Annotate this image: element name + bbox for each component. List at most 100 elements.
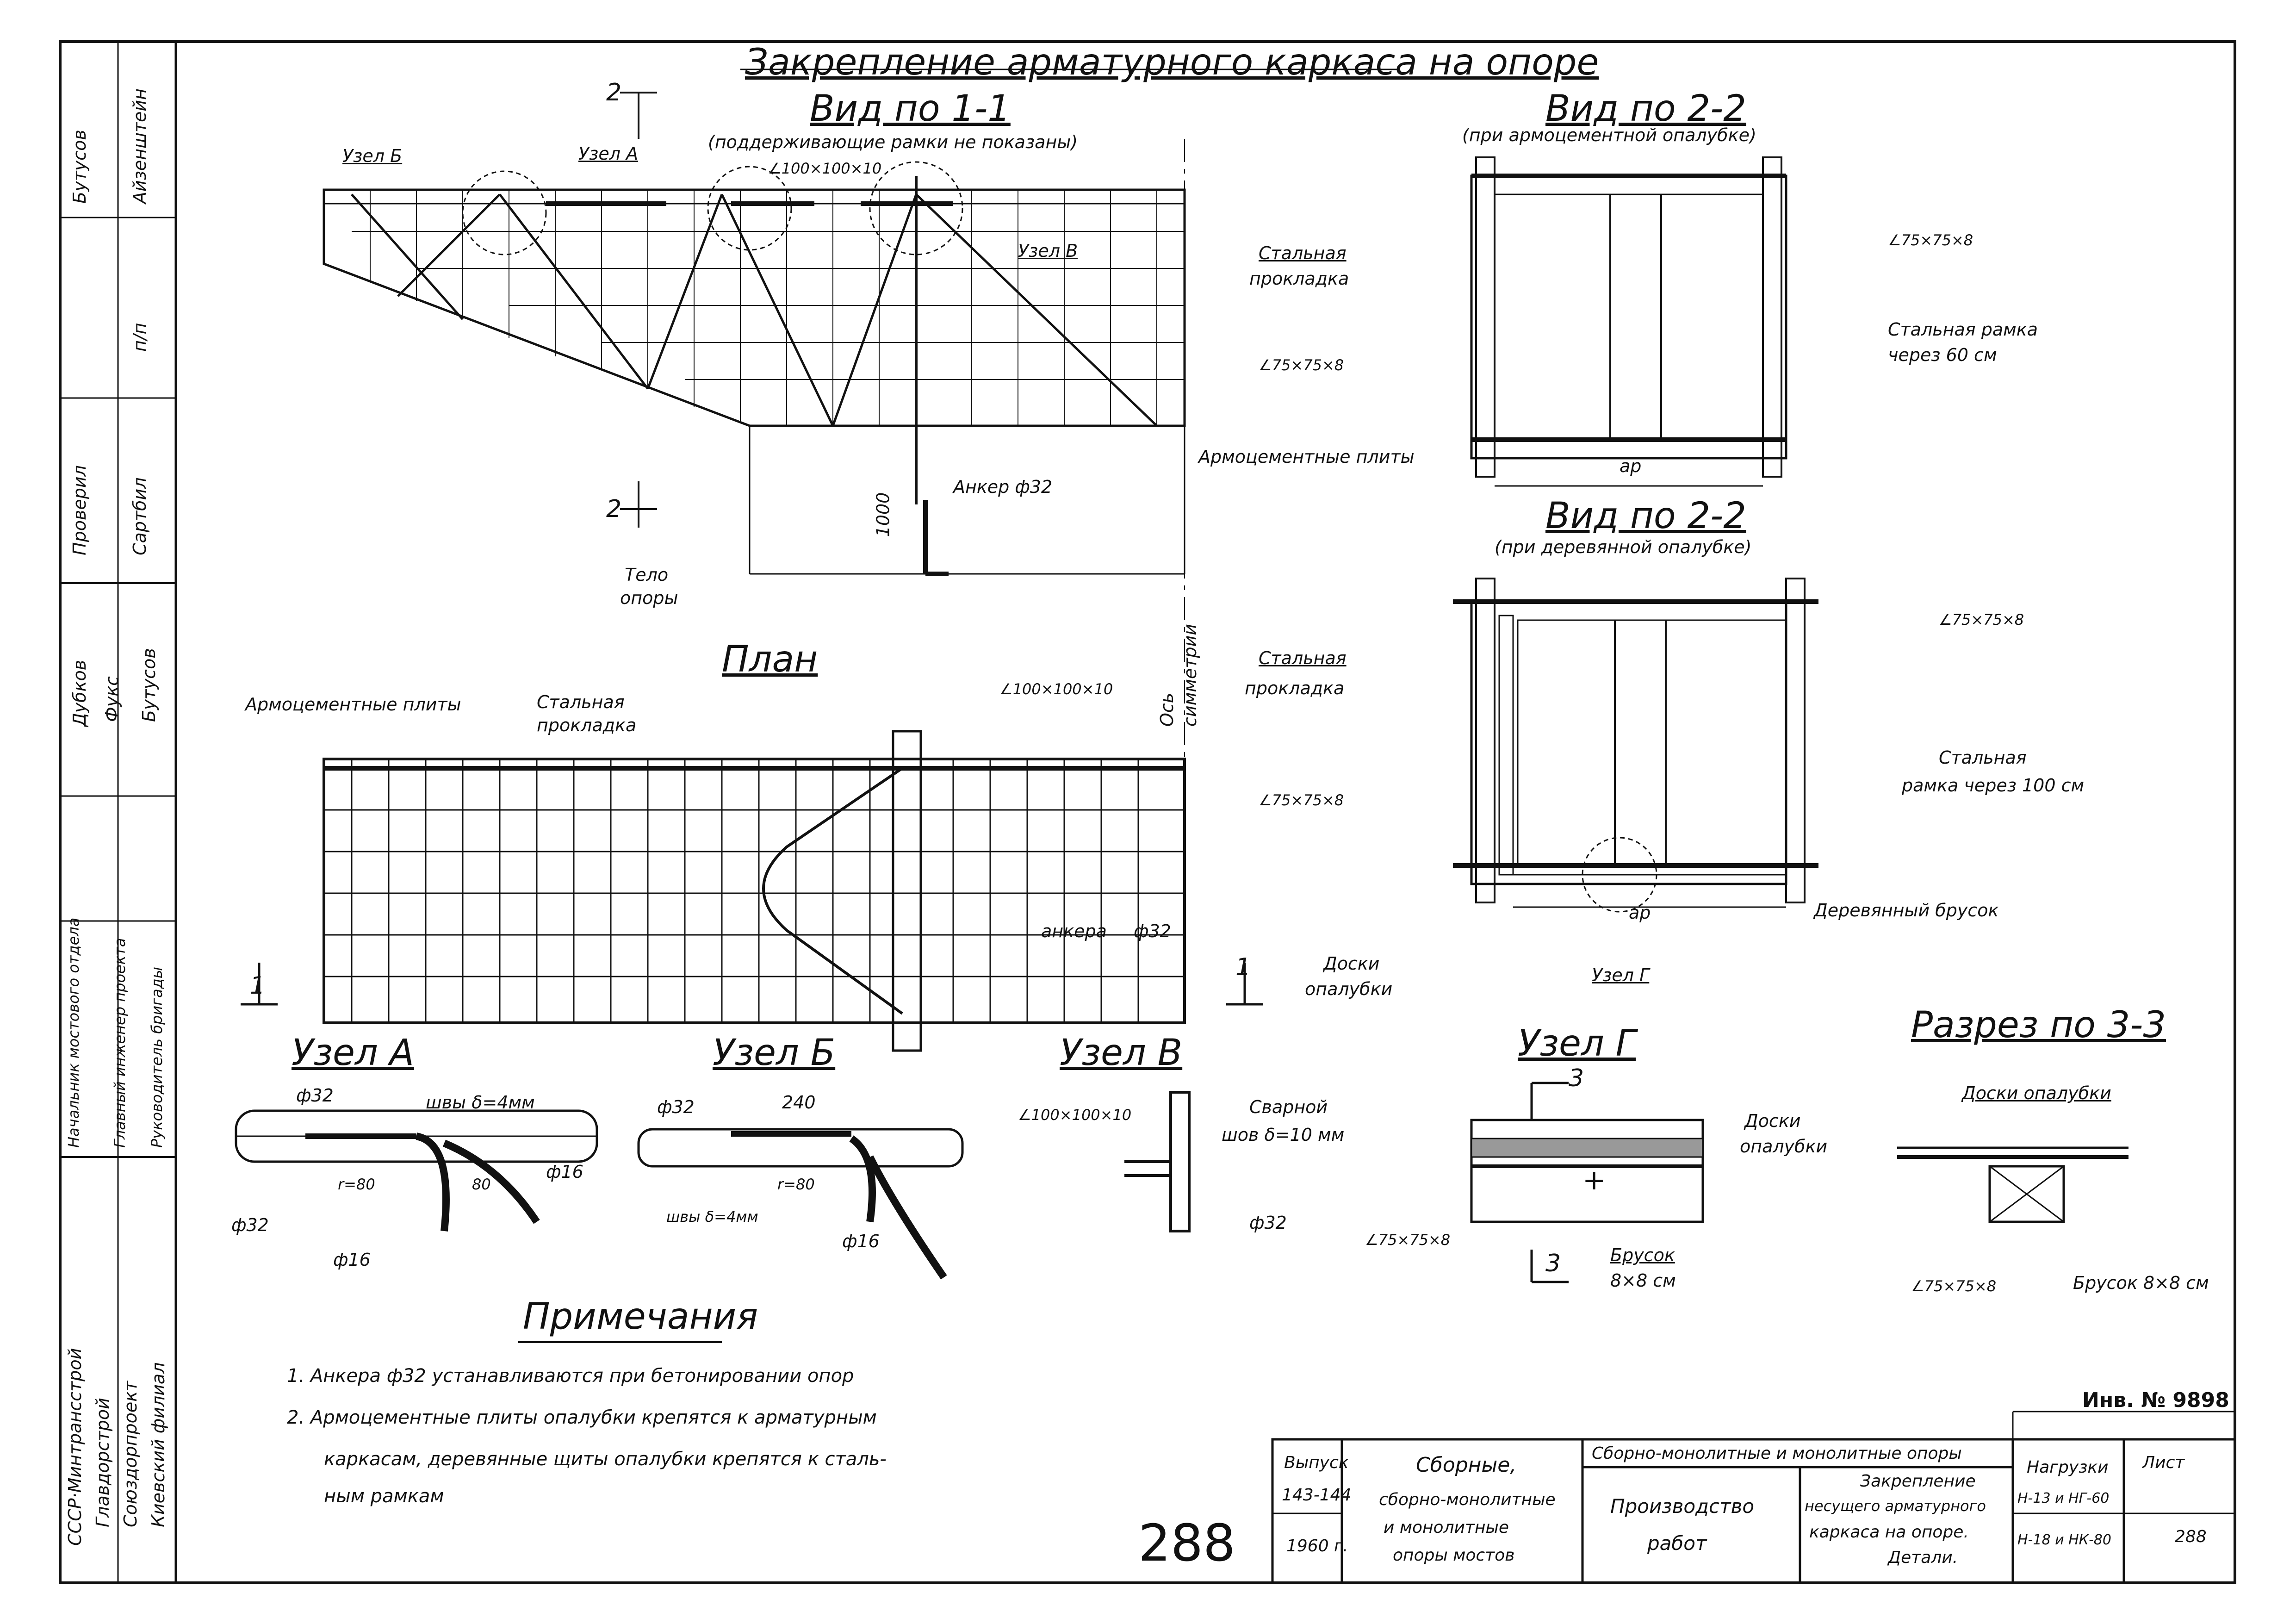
section-1-right: 1 bbox=[1235, 953, 1251, 981]
view-2-2-a-subtitle: (при армоцементной опалубке) bbox=[1462, 125, 1756, 145]
page-number: 288 bbox=[1138, 1513, 1235, 1573]
tb-doc-1: Закрепление bbox=[1860, 1472, 1976, 1491]
node-g-bar-2: 8×8 см bbox=[1610, 1270, 1676, 1291]
anchor-label: Анкер ф32 bbox=[953, 477, 1053, 497]
tb-load-label: Нагрузки bbox=[2027, 1458, 2109, 1477]
view-2-2-a-dim: ар bbox=[1620, 456, 1642, 476]
tb-series-3: и монолитные bbox=[1384, 1518, 1509, 1537]
tb-issue-label: Выпуск bbox=[1284, 1453, 1349, 1472]
node-b-drawing bbox=[637, 1128, 964, 1280]
node-a-d32-bottom: ф32 bbox=[231, 1215, 269, 1235]
node-a-title: Узел А bbox=[292, 1032, 415, 1074]
section-3-3-boards: Доски опалубки bbox=[1962, 1083, 2111, 1103]
view-2-2-b-frame-2: рамка через 100 см bbox=[1902, 775, 2085, 796]
node-v-weld-2: шов δ=10 мм bbox=[1222, 1125, 1345, 1145]
plan-title: План bbox=[722, 639, 818, 680]
stamp-name-4: Проверил bbox=[69, 465, 90, 555]
section-3-3-drawing bbox=[1897, 1146, 2128, 1223]
node-b-d16: ф16 bbox=[842, 1231, 880, 1251]
tb-header: Сборно-монолитные и монолитные опоры bbox=[1592, 1444, 1962, 1463]
node-g-drawing bbox=[1470, 1082, 1704, 1283]
view-2-2-a-frame-1: Стальная рамка bbox=[1888, 319, 2038, 340]
notes-line-1: 1. Анкера ф32 устанавливаются при бетони… bbox=[287, 1365, 854, 1387]
tb-doc-2: несущего арматурного bbox=[1805, 1497, 1986, 1515]
node-b-seams: швы δ=4мм bbox=[666, 1208, 758, 1226]
section-mark-bottom: 2 bbox=[606, 495, 622, 523]
tb-series-4: опоры мостов bbox=[1393, 1546, 1515, 1565]
tb-load-2: Н-18 и НК-80 bbox=[2017, 1532, 2111, 1548]
node-b-length: 240 bbox=[782, 1092, 816, 1113]
view-1-1-angle: ∠100×100×10 bbox=[768, 160, 882, 177]
stamp-org-2: Главдорстрой bbox=[93, 1398, 113, 1527]
node-a-drawing bbox=[235, 1109, 598, 1232]
stamp-org-4: Киевский филиал bbox=[148, 1362, 168, 1527]
view-2-2-b-angle-right: ∠75×75×8 bbox=[1939, 611, 2024, 628]
tb-doc-4: Детали. bbox=[1888, 1548, 1958, 1567]
node-a-callout: Узел А bbox=[578, 143, 639, 164]
node-v-title: Узел В bbox=[1060, 1032, 1183, 1074]
drawing-title: Закрепление арматурного каркаса на опоре bbox=[745, 42, 1599, 83]
view-2-2-a-spacer-2: прокладка bbox=[1249, 268, 1349, 289]
view-2-2-a-title: Вид по 2-2 bbox=[1545, 88, 1746, 130]
stamp-org-1: СССР·Минтрансстрой bbox=[65, 1348, 85, 1546]
tb-sheet-label: Лист bbox=[2142, 1453, 2185, 1472]
notes-line-3: каркасам, деревянные щиты опалубки крепя… bbox=[324, 1449, 887, 1470]
symmetry-axis-1: Ось bbox=[1157, 692, 1177, 727]
stamp-name-8: Бутусов bbox=[139, 648, 159, 722]
stamp-name-3: п/п bbox=[130, 323, 150, 352]
node-v-drawing bbox=[1124, 1091, 1191, 1232]
view-2-2-a-plates: Армоцементные плиты bbox=[1198, 447, 1415, 467]
node-a-d32-top: ф32 bbox=[296, 1085, 334, 1106]
view-2-2-b-spacer-2: прокладка bbox=[1245, 678, 1345, 698]
node-b-title: Узел Б bbox=[713, 1032, 836, 1074]
node-a-radius: r=80 bbox=[338, 1176, 375, 1193]
view-2-2-wood-drawing bbox=[1453, 578, 1818, 913]
node-a-d16-right: ф16 bbox=[546, 1162, 583, 1182]
node-a-80: 80 bbox=[472, 1176, 491, 1193]
stamp-role-1: Начальник мостового отдела bbox=[65, 917, 82, 1148]
notes-line-2: 2. Армоцементные плиты опалубки крепятся… bbox=[287, 1407, 877, 1428]
notes-title: Примечания bbox=[523, 1296, 758, 1338]
height-dimension: 1000 bbox=[873, 492, 894, 537]
stamp-name-1: Бутусов bbox=[69, 130, 90, 204]
plan-angle-label: ∠100×100×10 bbox=[999, 680, 1113, 698]
node-v-angle: ∠100×100×10 bbox=[1018, 1106, 1132, 1124]
tb-series-2: сборно-монолитные bbox=[1379, 1490, 1556, 1509]
node-a-d16-bottom: ф16 bbox=[333, 1250, 371, 1270]
node-g-section-bottom: 3 bbox=[1545, 1250, 1561, 1277]
stamp-role-3: Руководитель бригады bbox=[148, 967, 166, 1148]
view-2-2-b-dim: ар bbox=[1629, 902, 1651, 923]
view-2-2-b-angle-left: ∠75×75×8 bbox=[1259, 791, 1344, 809]
tb-doc-3: каркаса на опоре. bbox=[1809, 1523, 1969, 1542]
tb-year: 1960 г. bbox=[1286, 1537, 1348, 1556]
node-g-section-top: 3 bbox=[1569, 1064, 1584, 1092]
section-3-3-bar: Брусок 8×8 см bbox=[2073, 1273, 2209, 1293]
view-1-1-drawing bbox=[323, 176, 1186, 576]
view-2-2-b-node-g: Узел Г bbox=[1592, 965, 1650, 985]
view-2-2-b-boards-1: Доски bbox=[1323, 953, 1380, 974]
tb-series-1: Сборные, bbox=[1416, 1453, 1517, 1477]
node-v-d32: ф32 bbox=[1249, 1213, 1287, 1233]
tb-work-1: Производство bbox=[1610, 1495, 1755, 1518]
node-g-bar-1: Брусок bbox=[1610, 1245, 1675, 1265]
plan-spacer-label-2: прокладка bbox=[537, 715, 637, 735]
tb-work-2: работ bbox=[1647, 1532, 1707, 1555]
view-1-1-subtitle: (поддерживающие рамки не показаны) bbox=[708, 132, 1078, 152]
svg-text:+: + bbox=[1582, 1164, 1606, 1196]
stamp-name-6: Дубков bbox=[69, 660, 90, 727]
title-block-lines bbox=[1271, 1411, 2236, 1584]
symmetry-axis-2: симметрии bbox=[1180, 624, 1200, 727]
node-g-boards-1: Доски bbox=[1744, 1111, 1801, 1131]
plan-anchors-diameter: ф32 bbox=[1134, 921, 1171, 941]
node-v-weld-1: Сварной bbox=[1249, 1097, 1328, 1117]
node-g-angle: ∠75×75×8 bbox=[1365, 1231, 1451, 1249]
view-2-2-b-frame-1: Стальная bbox=[1939, 747, 2027, 768]
stamp-org-3: Союздорпроект bbox=[120, 1381, 141, 1527]
pier-body-label-2: опоры bbox=[620, 588, 678, 608]
notes-line-4: ным рамкам bbox=[324, 1486, 444, 1507]
node-b-d32: ф32 bbox=[657, 1097, 695, 1117]
view-2-2-b-spacer-1: Стальная bbox=[1259, 648, 1347, 668]
view-1-1-title: Вид по 1-1 bbox=[810, 88, 1011, 130]
